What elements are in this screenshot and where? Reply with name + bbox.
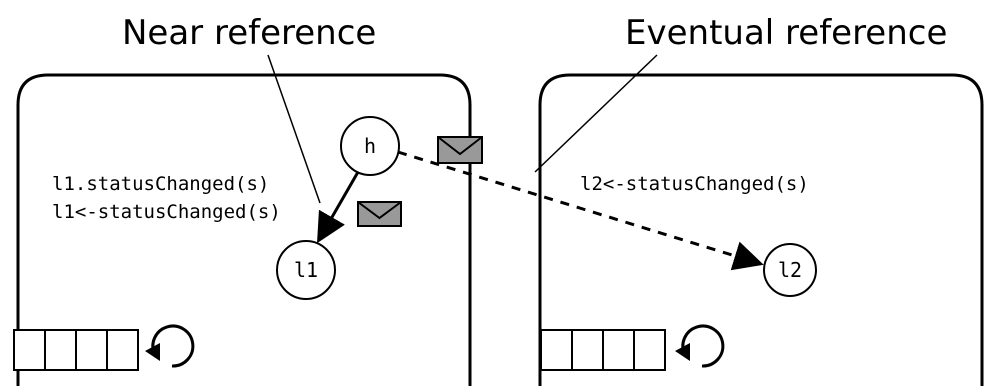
node-h: h [340, 116, 400, 176]
envelope-icon [437, 136, 483, 164]
left-code-line-2: l1<-statusChanged(s) [52, 201, 281, 223]
circular-arrow-icon [675, 324, 725, 368]
eventual-reference-arrow [397, 150, 764, 271]
node-l1-label: l1 [294, 258, 318, 282]
node-l2-label: l2 [778, 258, 802, 282]
eventual-reference-leader-line [534, 54, 658, 173]
message-queue-icon [13, 329, 139, 371]
near-reference-arrow [317, 171, 360, 244]
node-l2: l2 [763, 243, 817, 297]
near-reference-label: Near reference [122, 13, 376, 53]
eventual-reference-label: Eventual reference [625, 13, 947, 53]
left-code-line-1: l1.statusChanged(s) [52, 173, 269, 195]
near-reference-leader-line [267, 54, 321, 204]
right-code-line-1: l2<-statusChanged(s) [580, 173, 809, 195]
message-queue-icon [540, 329, 666, 371]
envelope-icon [357, 201, 402, 227]
circular-arrow-icon [145, 324, 195, 368]
node-l1: l1 [276, 240, 336, 300]
node-h-label: h [364, 134, 376, 158]
right-vat-border [538, 73, 984, 386]
left-vat: l1.statusChanged(s) l1<-statusChanged(s)… [13, 73, 472, 386]
left-vat-border [16, 73, 472, 386]
right-vat: l2<-statusChanged(s) l2 [538, 73, 984, 386]
